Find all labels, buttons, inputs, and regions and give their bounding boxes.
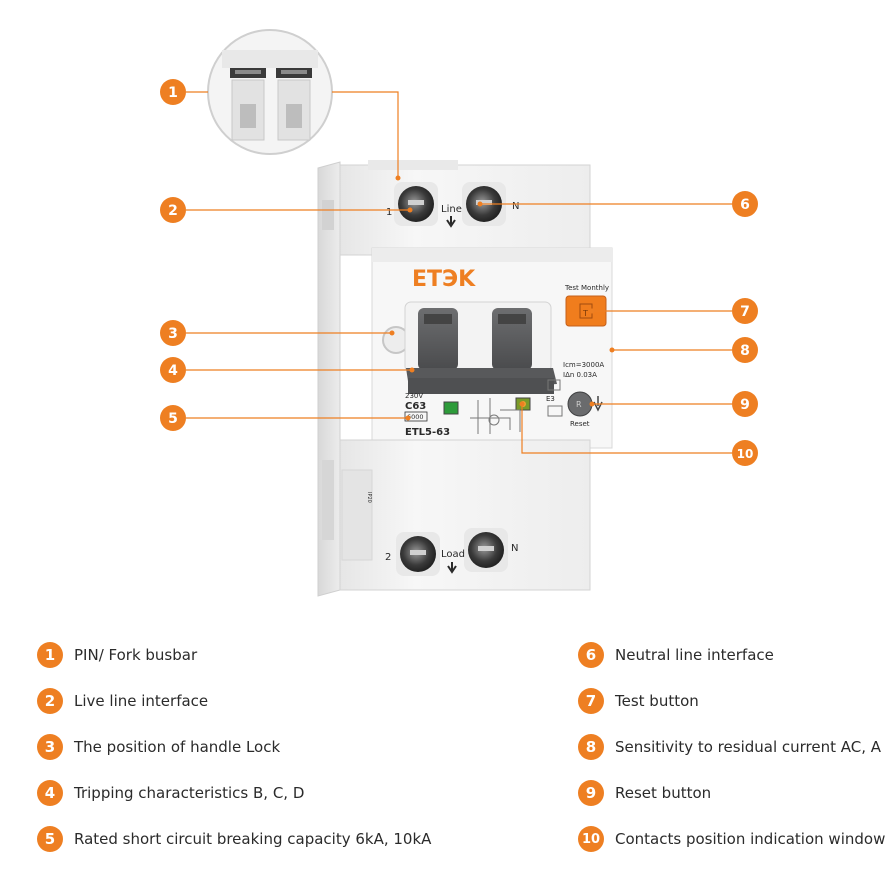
- rating-label: C63: [405, 401, 426, 412]
- callout-6: 6: [732, 191, 758, 217]
- legend-badge: 9: [578, 780, 604, 806]
- legend-text: Sensitivity to residual current AC, A: [615, 738, 882, 756]
- model-label: ETL5-63: [405, 427, 450, 438]
- svg-text:10: 10: [737, 447, 754, 461]
- rcbo-device: ETЭK 1 Line N 2 Load N 230V C63 6000 ETL…: [317, 160, 613, 597]
- pole-1-label: 1: [386, 207, 392, 218]
- callout-10: 10: [732, 440, 758, 466]
- svg-text:8: 8: [740, 343, 750, 359]
- class-hint: E3: [546, 395, 555, 403]
- legend-text: Rated short circuit breaking capacity 6k…: [74, 830, 432, 848]
- callout-8: 8: [732, 337, 758, 363]
- legend-item-5: 5 Rated short circuit breaking capacity …: [37, 824, 431, 854]
- pole-2-label: 2: [385, 552, 391, 563]
- test-monthly-label: Test Monthly: [564, 284, 609, 292]
- legend-item-3: 3 The position of handle Lock: [37, 732, 280, 762]
- legend-text: Neutral line interface: [615, 646, 774, 664]
- callout-badges: 1 2 3 4 5 6 7 8 9 10: [160, 79, 758, 466]
- reset-label: Reset: [570, 420, 590, 428]
- svg-text:7: 7: [740, 304, 750, 320]
- legend-text: Live line interface: [74, 692, 209, 710]
- legend-item-7: 7 Test button: [578, 686, 699, 716]
- indicator-window-green: [443, 401, 459, 415]
- load-label: Load: [441, 549, 465, 560]
- svg-text:4: 4: [168, 363, 178, 379]
- svg-text:1: 1: [168, 85, 178, 101]
- legend-text: Tripping characteristics B, C, D: [74, 784, 305, 802]
- legend-text: PIN/ Fork busbar: [74, 646, 198, 664]
- legend-text: Test button: [615, 692, 699, 710]
- terminal-screw-line-bottom: [396, 532, 440, 576]
- callout-2: 2: [160, 197, 186, 223]
- legend-text: The position of handle Lock: [74, 738, 281, 756]
- neutral-bottom-label: N: [511, 543, 518, 554]
- callout-7: 7: [732, 298, 758, 324]
- legend-badge: 1: [37, 642, 63, 668]
- legend-text: Contacts position indication window: [615, 830, 886, 848]
- callout-3: 3: [160, 320, 186, 346]
- breaking-capacity-label: 6000: [407, 413, 424, 421]
- wiring-schematic: [470, 398, 521, 434]
- legend-badge: 8: [578, 734, 604, 760]
- legend-badge: 6: [578, 642, 604, 668]
- legend-item-1: 1 PIN/ Fork busbar: [37, 640, 197, 670]
- legend-item-9: 9 Reset button: [578, 778, 711, 808]
- busbar-zoom-circle: [207, 29, 333, 155]
- svg-text:9: 9: [740, 397, 750, 413]
- line-label: Line: [441, 204, 462, 215]
- legend-badge: 4: [37, 780, 63, 806]
- spec-line-1: Iᴄm=3000A: [563, 361, 604, 369]
- legend-badge: 7: [578, 688, 604, 714]
- svg-text:3: 3: [168, 326, 178, 342]
- callout-9: 9: [732, 391, 758, 417]
- legend-item-2: 2 Live line interface: [37, 686, 208, 716]
- ip-class-label: IP20: [366, 492, 372, 503]
- svg-text:2: 2: [168, 203, 178, 219]
- terminal-screw-neutral-bottom: [464, 528, 508, 572]
- legend-text: Reset button: [615, 784, 712, 802]
- toggle-handles: [404, 301, 557, 394]
- terminal-screw-line-top: [394, 182, 438, 226]
- legend-item-8: 8 Sensitivity to residual current AC, A: [578, 732, 881, 762]
- legend-badge: 10: [578, 826, 604, 852]
- neutral-top-label: N: [512, 201, 519, 212]
- rcbo-diagram: ETЭK 1 Line N 2 Load N 230V C63 6000 ETL…: [160, 29, 758, 597]
- svg-text:6: 6: [740, 197, 750, 213]
- callout-4: 4: [160, 357, 186, 383]
- legend-badge: 2: [37, 688, 63, 714]
- brand-logo: ETЭK: [412, 267, 476, 292]
- callout-1: 1: [160, 79, 186, 105]
- legend-item-10: 10 Contacts position indication window: [578, 824, 885, 854]
- reset-key-letter: R: [576, 400, 582, 409]
- legend-badge: 5: [37, 826, 63, 852]
- legend-item-6: 6 Neutral line interface: [578, 640, 774, 670]
- legend-item-4: 4 Tripping characteristics B, C, D: [37, 778, 304, 808]
- svg-text:5: 5: [168, 411, 178, 427]
- spec-line-2: IΔn 0.03A: [563, 371, 597, 379]
- legend-badge: 3: [37, 734, 63, 760]
- callout-5: 5: [160, 405, 186, 431]
- leader-lines: [186, 91, 732, 454]
- voltage-hint: 230V: [405, 392, 423, 400]
- test-key-letter: T: [582, 309, 588, 318]
